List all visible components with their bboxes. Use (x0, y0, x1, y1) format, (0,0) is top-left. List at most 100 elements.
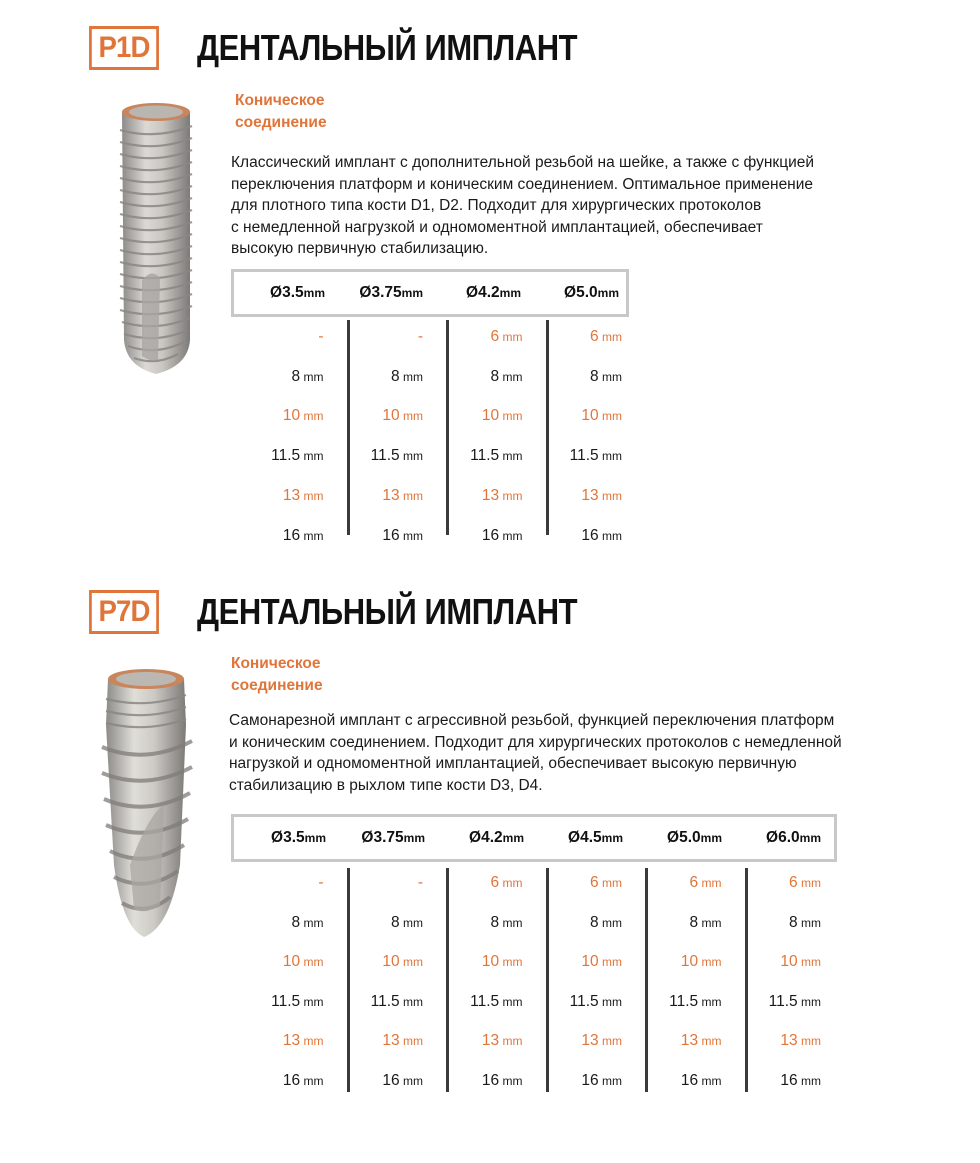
diameter-header-cell: Ø6.0mm (766, 829, 821, 846)
length-cell: 6 mm (590, 874, 622, 891)
length-column: - 8 mm 10 mm 11.5 mm 13 mm 16 mm (231, 320, 331, 544)
length-cell: 10 mm (581, 953, 622, 971)
length-cell: 16 mm (481, 526, 523, 544)
length-cell: 16 mm (382, 526, 423, 544)
length-grid: - 8 mm 10 mm 11.5 mm 13 mm 16 mm - 8 mm 10 mm 11.… (231, 866, 837, 1100)
product-title: ДЕНТАЛЬНЫЙ ИМПЛАНТ (197, 591, 578, 632)
length-cell: 10 mm (581, 407, 622, 425)
length-cell: 8 mm (391, 367, 423, 385)
length-cell: 10 mm (282, 953, 324, 971)
length-cell: 8 mm (490, 367, 523, 385)
description-line: нагрузкой и одномоментной имплантацией, … (229, 755, 797, 772)
diameter-header-cell: Ø3.75mm (361, 829, 425, 846)
length-grid: - 8 mm 10 mm 11.5 mm 13 mm 16 mm - 8 mm 10 mm 11.… (231, 320, 629, 550)
length-cell: 13 mm (581, 486, 622, 504)
length-cell: 10 mm (680, 953, 722, 971)
length-cell: 6 mm (689, 874, 722, 891)
description-line: стабилизацию в рыхлом типе кости D3, D4. (229, 776, 543, 794)
description-line: для плотного типа кости D1, D2. Подходит… (231, 197, 762, 214)
diameter-header-cell: Ø5.0mm (667, 829, 722, 846)
length-cell: 10 mm (481, 407, 523, 425)
length-cell: - (417, 874, 423, 891)
length-cell: 11.5 mm (768, 992, 821, 1010)
length-cell: 16 mm (282, 1072, 324, 1089)
description-line: Самонарезной имплант с агрессивной резьб… (229, 712, 835, 729)
length-cell: 16 mm (481, 1072, 523, 1089)
length-cell: 8 mm (689, 913, 722, 931)
connection-type-label: Коническое соединение (231, 655, 323, 694)
length-cell: 16 mm (581, 1072, 622, 1089)
length-cell: 16 mm (680, 1072, 722, 1089)
length-cell: 11.5 mm (271, 447, 324, 465)
length-cell: 16 mm (581, 526, 622, 544)
length-column: 6 mm 8 mm 10 mm 11.5 mm 13 mm 16 mm (744, 868, 829, 1092)
diameter-header-cell: Ø5.0mm (564, 284, 619, 301)
length-cell: - (417, 328, 423, 345)
length-cell: 13 mm (481, 1032, 523, 1050)
length-cell: 13 mm (581, 1032, 622, 1050)
length-cell: 10 mm (282, 407, 324, 425)
section-p1d: P1D ДЕНТАЛЬНЫЙ ИМПЛАНТ Конич (0, 0, 980, 560)
section-p7d: P7D ДЕНТАЛЬНЫЙ ИМПЛАНТ Коническое соедин… (0, 560, 980, 1160)
length-cell: 13 mm (680, 1032, 722, 1050)
length-cell: 6 mm (590, 328, 622, 345)
connection-type-label: Коническое соединение (235, 92, 327, 131)
length-cell: 16 mm (382, 1072, 423, 1089)
length-cell: 10 mm (382, 953, 423, 971)
length-cell: 11.5 mm (470, 992, 523, 1010)
length-cell: 11.5 mm (669, 992, 722, 1010)
length-cell: - (318, 328, 324, 345)
product-badge: P7D (89, 590, 159, 634)
length-cell: 11.5 mm (271, 992, 324, 1010)
length-cell: 11.5 mm (370, 992, 423, 1010)
dental-implant-tapered-icon (101, 669, 193, 937)
length-column: 6 mm 8 mm 10 mm 11.5 mm 13 mm 16 mm (645, 868, 729, 1092)
length-column: - 8 mm 10 mm 11.5 mm 13 mm 16 mm (346, 868, 431, 1092)
length-cell: 8 mm (590, 367, 622, 385)
length-cell: 10 mm (780, 953, 821, 971)
dental-implant-cylindrical-icon (119, 103, 193, 374)
product-title: ДЕНТАЛЬНЫЙ ИМПЛАНТ (197, 27, 578, 68)
length-cell: 6 mm (789, 874, 821, 891)
length-cell: 13 mm (481, 486, 523, 504)
diameter-header-cell: Ø4.5mm (568, 829, 623, 846)
diameter-header-cell: Ø3.5mm (271, 829, 326, 846)
length-cell: 13 mm (282, 1032, 324, 1050)
description-line: с немедленной нагрузкой и одномоментной … (231, 218, 763, 236)
length-cell: 10 mm (481, 953, 523, 971)
length-cell: 8 mm (590, 913, 622, 931)
length-cell: 8 mm (789, 913, 821, 931)
diameter-header-cell: Ø3.75mm (359, 284, 423, 301)
length-cell: 13 mm (382, 486, 423, 504)
length-column: - 8 mm 10 mm 11.5 mm 13 mm 16 mm (346, 320, 431, 544)
length-cell: 16 mm (282, 526, 324, 544)
diameter-header-cell: Ø3.5mm (270, 284, 325, 301)
length-cell: - (318, 874, 324, 891)
diameter-header-cell: Ø4.2mm (466, 284, 521, 301)
product-description: Классический имплант с дополнительной ре… (231, 152, 814, 260)
diameter-header-cell: Ø4.2mm (469, 829, 524, 846)
description-line: переключения платформ и коническим соеди… (231, 175, 814, 193)
length-column: 6 mm 8 mm 10 mm 11.5 mm 13 mm 16 mm (545, 320, 630, 544)
length-cell: 13 mm (780, 1032, 821, 1050)
length-cell: 8 mm (291, 913, 324, 931)
length-cell: 8 mm (291, 367, 324, 385)
length-cell: 10 mm (382, 407, 423, 425)
length-column: - 8 mm 10 mm 11.5 mm 13 mm 16 mm (231, 868, 331, 1092)
length-cell: 13 mm (282, 486, 324, 504)
length-cell: 16 mm (780, 1072, 821, 1089)
description-line: и коническим соединением. Подходит для х… (229, 733, 842, 751)
product-description: Самонарезной имплант с агрессивной резьб… (229, 710, 842, 796)
length-cell: 8 mm (391, 913, 423, 931)
length-cell: 11.5 mm (569, 447, 622, 465)
length-column: 6 mm 8 mm 10 mm 11.5 mm 13 mm 16 mm (446, 868, 530, 1092)
length-cell: 13 mm (382, 1032, 423, 1050)
length-cell: 8 mm (490, 913, 523, 931)
product-badge: P1D (89, 26, 159, 70)
length-cell: 6 mm (490, 874, 523, 891)
description-line: высокую первичную стабилизацию. (231, 240, 489, 257)
length-cell: 11.5 mm (370, 447, 423, 465)
diameter-header: Ø3.5mm Ø3.75mm Ø4.2mm Ø4.5mm Ø5.0mm Ø6.0… (231, 814, 837, 862)
